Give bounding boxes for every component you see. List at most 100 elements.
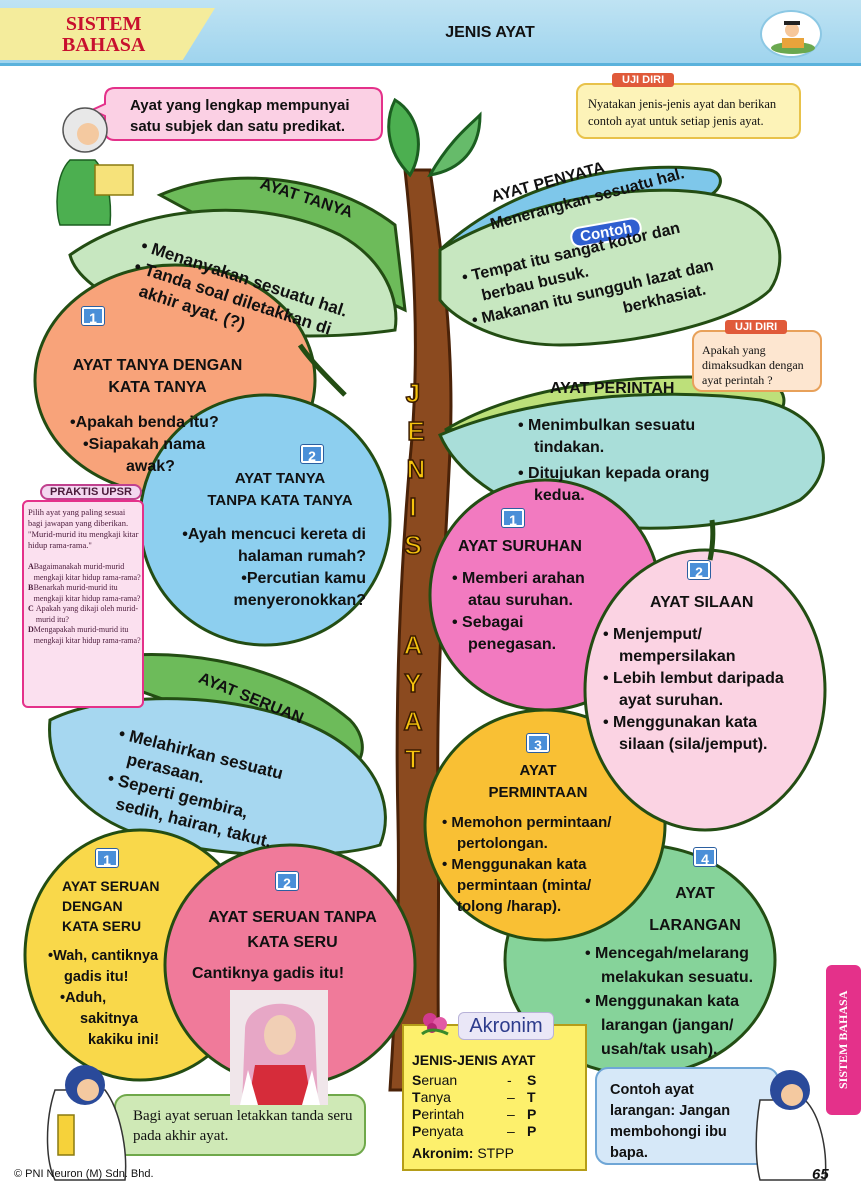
silaan-point-5: • Menggunakan kata [603, 714, 758, 731]
suruhan-point-4: penegasan. [468, 636, 557, 653]
akronim-row-3-dash: – [507, 1106, 515, 1122]
tanya-sub1-title-line-1: AYAT TANYA DENGAN [72, 357, 243, 374]
suruhan-point-1: • Memberi arahan [452, 570, 585, 587]
option-a-letter: A [28, 562, 34, 571]
silaan-point-4: ayat suruhan. [619, 692, 724, 709]
akronim-footer-value: STPP [477, 1145, 514, 1161]
seruan-sub1-example-1: •Wah, cantiknya [48, 948, 159, 964]
option-a-text: Bagaimanakah murid-murid mengkaji kitar … [33, 562, 141, 582]
girl-bottom-left-illustration [46, 1065, 127, 1181]
suruhan-point-2: atau suruhan. [468, 592, 573, 609]
akronim-row-4-rest: enyata [421, 1123, 464, 1139]
tanya-sub1-example-3: awak? [126, 458, 175, 475]
tanya-sub2-example-1: •Ayah mencuci kereta di [182, 526, 366, 543]
stem-letter-i: I [409, 491, 418, 523]
akronim-row-4: Penyata – P [412, 1123, 562, 1140]
flower-icon [418, 1008, 452, 1038]
seruan-sub1-title-line-3: KATA SERU [62, 918, 142, 934]
page-title: JENIS AYAT [445, 24, 535, 41]
tanya-sub1-title: AYAT TANYA DENGAN KATA TANYA [55, 355, 260, 399]
akronim-heading: JENIS-JENIS AYAT [412, 1052, 536, 1068]
seruan-sub1-title-line-1: AYAT SERUAN [62, 878, 160, 894]
stem-letter-s: S [404, 529, 423, 561]
intro-bubble-bg [89, 87, 383, 141]
silaan-number: 2 [688, 561, 710, 580]
seruan-sub2-title-line-2: KATA SERU [247, 934, 338, 951]
brand-line-1: SISTEM [65, 13, 142, 35]
tanya-sub1-example-1: •Apakah benda itu? [70, 414, 219, 431]
uji-diri-tag-2: UJI DIRI [725, 320, 788, 334]
side-tab-bg [826, 965, 861, 1115]
uji-diri-box-2 [692, 330, 822, 392]
ayat-perintah-title: AYAT PERINTAH [550, 380, 675, 397]
akronim-row-1-letter: S [527, 1072, 537, 1088]
seruan-sub1-example-5: kakiku ini! [88, 1032, 159, 1048]
side-tab: SISTEM BAHASA [836, 990, 850, 1090]
permintaan-title: AYAT PERMINTAAN [468, 760, 608, 804]
larangan-point-1: • Mencegah/melarang [585, 945, 749, 962]
praktis-upsr-tag: PRAKTIS UPSR [40, 484, 142, 500]
silaan-title: AYAT SILAAN [650, 594, 754, 611]
praktis-question: Pilih ayat yang paling sesuai bagi jawap… [28, 507, 139, 550]
akronim-row-3-initial: P [412, 1106, 422, 1122]
akronim-row-4-letter: P [527, 1123, 537, 1139]
seruan-sub1-title-line-2: DENGAN [62, 898, 123, 914]
tanya-sub2-title: AYAT TANYA TANPA KATA TANYA [185, 468, 375, 512]
silaan-points: • Menjemput/ mempersilakan • Lebih lembu… [603, 624, 828, 756]
tanya-sub1-number: 1 [82, 307, 104, 326]
akronim-row-2-dash: – [507, 1089, 515, 1105]
perintah-point-2: tindakan. [534, 439, 605, 456]
circle-silaan [583, 548, 827, 832]
page-header: SISTEM BAHASA JENIS AYAT [0, 0, 861, 66]
uji-diri-text-2: Apakah yang dimaksudkan dengan ayat peri… [702, 343, 804, 387]
permintaan-point-2: pertolongan. [457, 835, 548, 852]
girl-reading-illustration [56, 107, 134, 226]
stem-letter-j: J [405, 377, 421, 409]
akronim-row-2-rest: anya [420, 1089, 451, 1105]
akronim-row-4-dash: – [507, 1123, 515, 1139]
reading-student-icon [760, 10, 822, 58]
larangan-title-line-1: AYAT [675, 885, 715, 902]
akronim-row-4-initial: P [412, 1123, 422, 1139]
tanya-sub2-title-line-1: AYAT TANYA [234, 470, 326, 487]
akronim-row-2-initial: T [412, 1089, 421, 1105]
larangan-point-2: melakukan sesuatu. [601, 969, 754, 986]
akronim-row-2: Tanya – T [412, 1089, 562, 1106]
option-c-letter: C [28, 604, 34, 613]
tanya-sub1-example-2: •Siapakah nama [83, 436, 206, 453]
silaan-point-6: silaan (sila/jemput). [619, 736, 768, 753]
uji-diri-tag-1: UJI DIRI [612, 73, 675, 87]
seruan-sub1-example-2: gadis itu! [64, 969, 129, 985]
suruhan-number: 1 [502, 509, 524, 528]
brand-label: SISTEM BAHASA [62, 14, 145, 56]
akronim-row-2-letter: T [527, 1089, 536, 1105]
tanya-sub1-examples: •Apakah benda itu? •Siapakah nama awak? [70, 412, 270, 478]
larangan-note: Contoh ayat larangan: Jangan membohongi … [610, 1082, 731, 1161]
seruan-sub2-title-line-1: AYAT SERUAN TANPA [208, 909, 377, 926]
silaan-point-1: • Menjemput/ [603, 626, 702, 643]
tanya-sub2-number: 2 [301, 445, 323, 464]
option-b-text: Benarkah murid-murid itu mengkaji kitar … [33, 583, 141, 603]
seruan-sub2-number: 2 [276, 872, 298, 891]
akronim-rows: Seruan - S Tanya – T Perintah – P Penyat… [412, 1072, 562, 1140]
option-d-letter: D [28, 625, 34, 634]
ayat-perintah-points: • Menimbulkan sesuatu tindakan. • Dituju… [518, 415, 778, 507]
page-number: 65 [812, 1166, 829, 1183]
akronim-row-1: Seruan - S [412, 1072, 562, 1089]
stem-letter-e: E [407, 415, 426, 447]
copyright: © PNI Neuron (M) Sdn. Bhd. [14, 1168, 154, 1180]
leaf-seruan [48, 697, 387, 857]
hijab-girl-photo [230, 990, 328, 1105]
suruhan-title: AYAT SURUHAN [458, 538, 582, 555]
seruan-sub2-example: Cantiknya gadis itu! [192, 965, 345, 982]
uji-diri-box-1 [576, 83, 801, 139]
permintaan-point-3: • Menggunakan kata [442, 856, 587, 873]
suruhan-point-3: • Sebagai [452, 614, 524, 631]
silaan-point-2: mempersilakan [619, 648, 736, 665]
